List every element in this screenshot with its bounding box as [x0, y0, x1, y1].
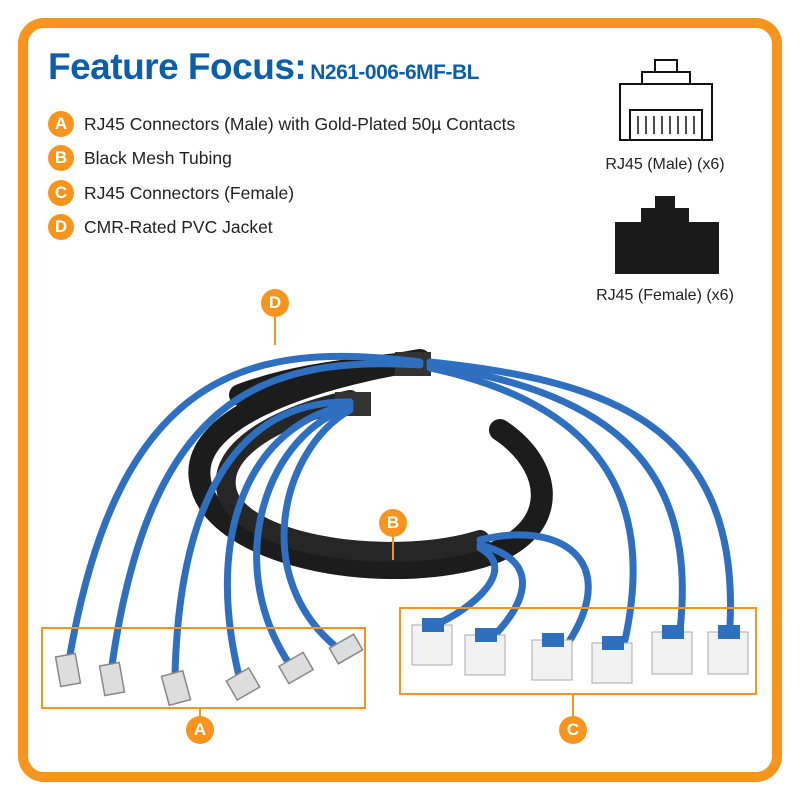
rj45-male-plug-icon	[619, 59, 713, 141]
callout-c: C	[559, 716, 587, 744]
feature-label: RJ45 Connectors (Male) with Gold-Plated …	[84, 113, 516, 134]
feature-item-b: B Black Mesh Tubing	[48, 145, 232, 171]
badge-c: C	[48, 180, 74, 206]
callout-b: B	[379, 509, 407, 537]
orange-border-frame	[18, 18, 782, 782]
callout-d: D	[261, 289, 289, 317]
rj45-female-jack-icon	[615, 196, 719, 274]
feature-label: RJ45 Connectors (Female)	[84, 182, 295, 203]
male-connectors-highlight-box	[41, 627, 366, 709]
blue-cables-right	[426, 358, 734, 644]
feature-item-d: D CMR-Rated PVC Jacket	[48, 214, 273, 240]
title-text: Feature Focus:	[48, 46, 307, 87]
female-icon-label: RJ45 (Female) (x6)	[596, 287, 734, 304]
male-connectors	[54, 633, 364, 707]
model-number: N261-006-6MF-BL	[310, 61, 479, 84]
feature-item-a: A RJ45 Connectors (Male) with Gold-Plated…	[48, 111, 515, 137]
badge-a: A	[48, 111, 74, 137]
badge-d: D	[48, 214, 74, 240]
badge-b: B	[48, 145, 74, 171]
blue-cables-left	[66, 352, 424, 684]
feature-item-c: C RJ45 Connectors (Female)	[48, 180, 294, 206]
callout-a: A	[186, 716, 214, 744]
feature-label: CMR-Rated PVC Jacket	[84, 216, 273, 237]
female-connectors	[411, 618, 749, 684]
female-connectors-highlight-box	[399, 607, 757, 695]
page-title: Feature Focus:N261-006-6MF-BL	[48, 46, 479, 88]
feature-label: Black Mesh Tubing	[84, 147, 232, 168]
male-icon-label: RJ45 (Male) (x6)	[605, 156, 725, 173]
